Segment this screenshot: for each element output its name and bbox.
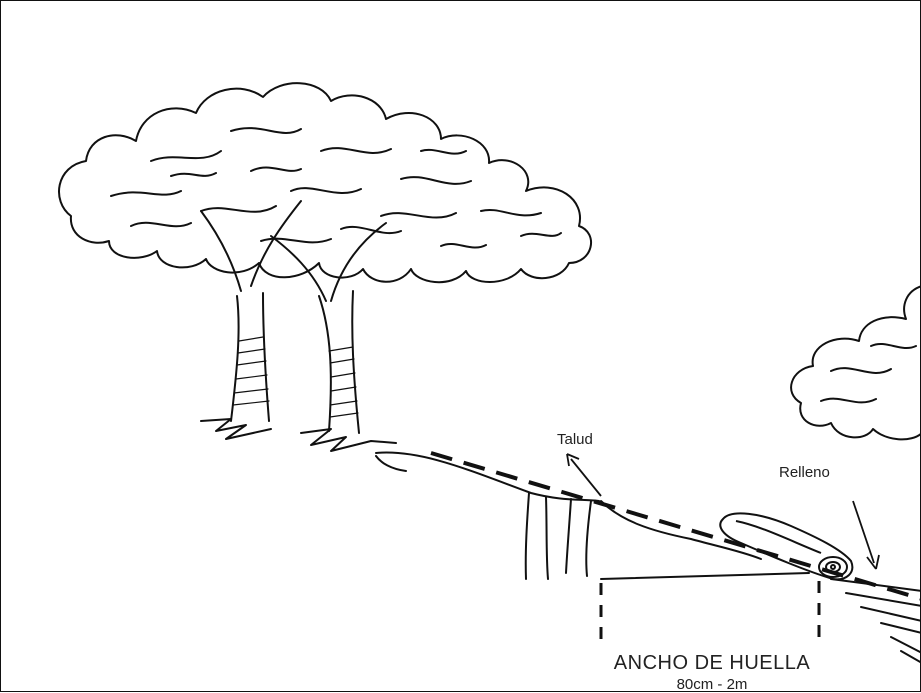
relleno-label: Relleno (779, 464, 830, 481)
log-retainer (719, 512, 854, 581)
left-canopy (58, 82, 592, 284)
talud-arrow (566, 453, 602, 497)
ancho-de-huella-range: 80cm - 2m (677, 676, 748, 693)
right-tree (790, 285, 921, 441)
reference-slope-line (430, 451, 921, 601)
left-trees (58, 82, 592, 452)
ancho-de-huella-label: ANCHO DE HUELLA (614, 652, 811, 674)
talud-label: Talud (557, 431, 593, 448)
ground-profile (375, 451, 921, 664)
relleno-arrow (852, 500, 880, 570)
